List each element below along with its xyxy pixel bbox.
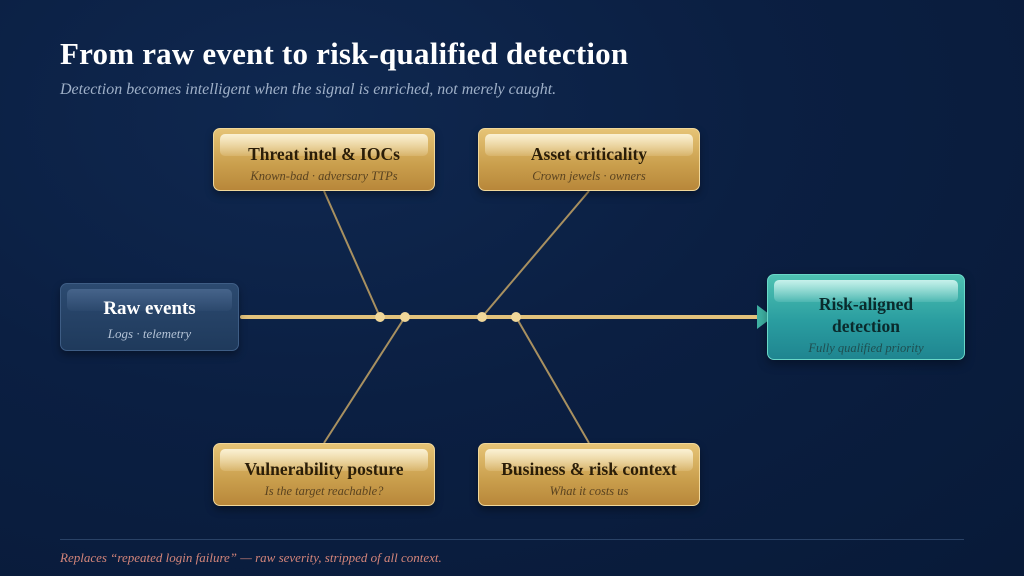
node-subtitle: Is the target reachable? xyxy=(264,484,384,498)
branch-threat-intel xyxy=(323,190,381,318)
node-highlight xyxy=(220,134,428,156)
node-subtitle: Logs · telemetry xyxy=(107,326,192,341)
factor-node-asset-criticality: Asset criticality Crown jewels · owners xyxy=(478,128,700,191)
junction-vulnerability-posture xyxy=(400,312,410,322)
node-subtitle: What it costs us xyxy=(549,484,629,498)
junction-threat-intel xyxy=(375,312,385,322)
branch-asset-criticality xyxy=(481,190,590,318)
node-subtitle: Known-bad · adversary TTPs xyxy=(250,169,398,183)
junction-asset-criticality xyxy=(477,312,487,322)
node-title: Business & risk context xyxy=(501,459,677,479)
node-highlight xyxy=(485,134,693,156)
node-highlight xyxy=(220,449,428,471)
slide-title: From raw event to risk-qualified detecti… xyxy=(60,36,629,71)
node-highlight xyxy=(67,289,232,311)
junction-business-risk xyxy=(511,312,521,322)
spine-arrowhead xyxy=(757,305,773,329)
factor-node-business-risk: Business & risk context What it costs us xyxy=(478,443,700,506)
node-highlight xyxy=(485,449,693,471)
node-subtitle: Fully qualified priority xyxy=(808,341,924,355)
factor-node-vulnerability-posture: Vulnerability posture Is the target reac… xyxy=(213,443,435,506)
node-highlight xyxy=(774,280,958,302)
source-node-raw-events: Raw events Logs · telemetry xyxy=(60,283,239,351)
branch-vulnerability-posture xyxy=(323,316,406,444)
node-title: Raw events xyxy=(103,298,196,319)
branch-business-risk xyxy=(515,316,590,444)
slide-subtitle: Detection becomes intelligent when the s… xyxy=(60,81,557,98)
node-title: Risk-aligned detection xyxy=(818,294,914,336)
node-title: Asset criticality xyxy=(530,144,648,164)
node-title: Threat intel & IOCs xyxy=(248,144,400,164)
node-title: Vulnerability posture xyxy=(244,459,404,479)
footer-divider xyxy=(60,539,964,540)
node-subtitle: Crown jewels · owners xyxy=(532,169,646,183)
footnote: Replaces “repeated login failure” — raw … xyxy=(60,550,442,565)
factor-node-threat-intel: Threat intel & IOCs Known-bad · adversar… xyxy=(213,128,435,191)
outcome-node-risk-aligned-detection: Risk-aligned detection Fully qualified p… xyxy=(767,274,965,360)
